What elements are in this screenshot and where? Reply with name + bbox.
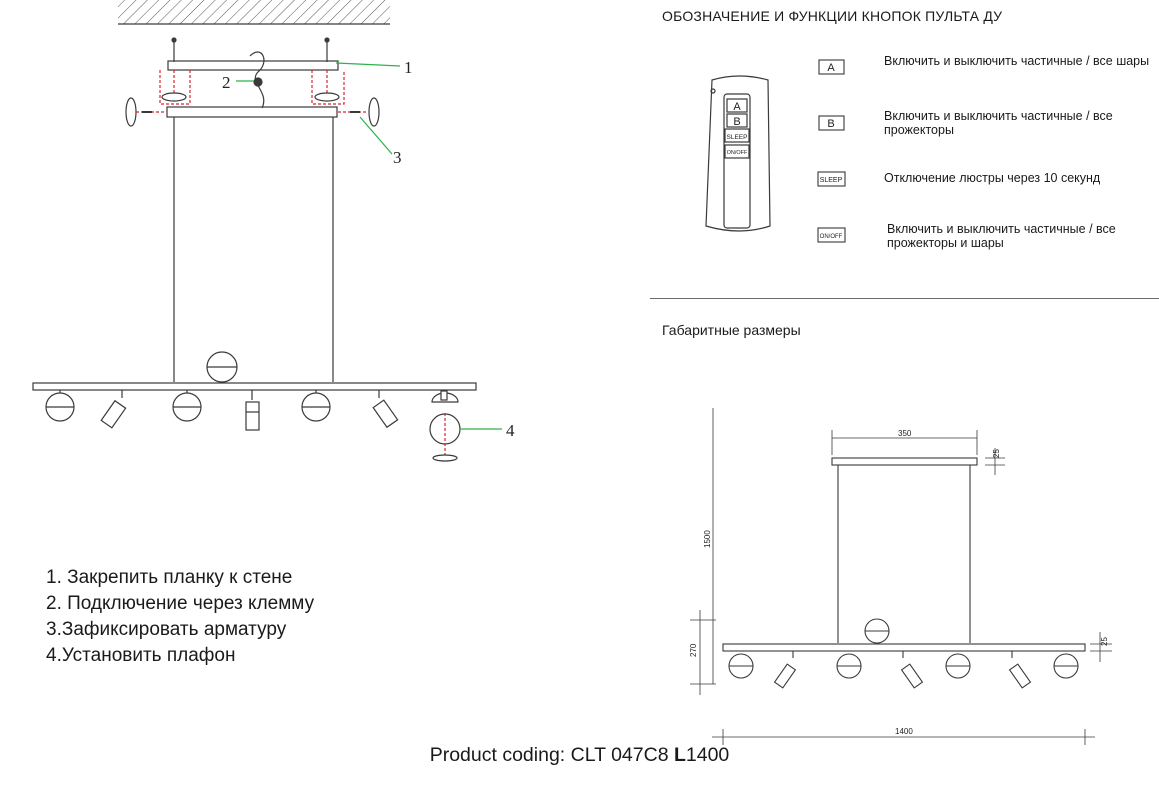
- dim-line-25-top: [985, 448, 1005, 475]
- callout-4: 4: [506, 421, 515, 440]
- remote-label-b: B: [733, 116, 740, 128]
- dim-line-1400: [712, 729, 1095, 745]
- remote-button-sleep: [724, 128, 750, 143]
- globe-2: [172, 390, 202, 422]
- leader-3: [359, 116, 393, 155]
- remote-button-a: [726, 98, 748, 113]
- product-coding: Product coding: CLT 047C8 L1400: [0, 744, 1159, 767]
- product-coding-prefix: Product coding: CLT 047C8: [429, 744, 674, 766]
- remote-label-onoff: ON/OFF: [727, 150, 748, 156]
- product-coding-suffix: 1400: [685, 744, 730, 766]
- dim-label-1500: 1500: [703, 530, 712, 548]
- spotlight-2: [245, 390, 260, 431]
- canopy-cup-left: [161, 92, 187, 102]
- callout-3: 3: [393, 148, 402, 167]
- remote-section-title: ОБОЗНАЧЕНИЕ И ФУНКЦИИ КНОПОК ПУЛЬТА ДУ: [662, 8, 1003, 24]
- step-4: 4.Установить плафон: [46, 645, 236, 666]
- installation-steps: 1. Закрепить планку к стене 2. Подключен…: [46, 565, 314, 669]
- side-screw-right: [338, 97, 380, 127]
- spotlight-1: [100, 390, 127, 429]
- section-divider: [650, 298, 1159, 299]
- globe-1: [45, 390, 75, 422]
- dimensions-drawing: [690, 408, 1112, 745]
- key-label-a: A: [827, 62, 835, 74]
- key-label-onoff: ON/OFF: [820, 234, 843, 240]
- dim-top-globe: [864, 618, 890, 644]
- power-wire: [249, 51, 265, 109]
- key-box-b: [818, 115, 845, 131]
- terminal-block: [253, 77, 263, 87]
- exploded-globe: [429, 390, 461, 462]
- top-globe: [206, 351, 238, 383]
- remote-led: [710, 88, 716, 94]
- globe-3: [301, 390, 331, 422]
- mounting-plate: [167, 60, 339, 71]
- key-label-b: B: [827, 118, 834, 130]
- leader-lines: [236, 62, 502, 430]
- button-a-description: Включить и выключить частичные / все шар…: [884, 54, 1150, 68]
- step-1: 1. Закрепить планку к стене: [46, 567, 293, 588]
- dim-globe-1: [728, 653, 754, 679]
- step-2: 2. Подключение через клемму: [46, 593, 315, 614]
- canopy-cup-right: [314, 92, 340, 102]
- ceiling-hatch: [118, 0, 390, 24]
- remote-label-a: A: [733, 101, 741, 113]
- dim-globe-2: [836, 653, 862, 679]
- anchor-screw-left: [171, 37, 177, 62]
- remote-control: [705, 75, 771, 232]
- dim-canopy: [831, 457, 978, 466]
- dim-label-350: 350: [898, 429, 912, 438]
- callout-1: 1: [404, 58, 413, 77]
- main-bar: [32, 382, 477, 391]
- remote-button-onoff: [724, 144, 750, 159]
- dim-spotlight-1: [773, 651, 797, 689]
- step-3: 3.Зафиксировать арматуру: [46, 619, 287, 640]
- dim-label-25-bar: 25: [1100, 637, 1109, 646]
- callout-2: 2: [222, 73, 231, 92]
- installation-drawing: [32, 0, 502, 462]
- spotlight-3: [372, 390, 399, 429]
- dim-label-270: 270: [689, 643, 698, 657]
- key-label-sleep: SLEEP: [820, 177, 843, 184]
- button-onoff-description: Включить и выключить частичные / все про…: [887, 222, 1116, 250]
- canopy: [166, 106, 338, 118]
- dim-line-350: [831, 430, 978, 455]
- product-coding-bold: L: [673, 744, 686, 766]
- dim-globe-3: [945, 653, 971, 679]
- dimensions-title: Габаритные размеры: [662, 322, 801, 338]
- key-box-onoff: [817, 227, 846, 243]
- key-box-sleep: [817, 171, 846, 187]
- dim-line-270: [690, 610, 716, 695]
- remote-label-sleep: SLEEP: [727, 134, 748, 141]
- dim-spotlight-2: [900, 651, 924, 689]
- dim-bar: [722, 643, 1086, 652]
- side-screw-left: [125, 97, 166, 127]
- dim-line-25-bar: [1090, 632, 1112, 662]
- key-box-a: [818, 59, 845, 75]
- dim-label-1400: 1400: [895, 727, 913, 736]
- remote-button-b: [726, 113, 748, 128]
- button-b-description: Включить и выключить частичные / все про…: [884, 109, 1113, 137]
- dim-spotlight-3: [1008, 651, 1032, 689]
- dim-label-25-top: 25: [992, 449, 1001, 458]
- button-sleep-description: Отключение люстры через 10 секунд: [884, 171, 1101, 185]
- anchor-screw-right: [324, 37, 330, 62]
- leader-1: [335, 62, 401, 67]
- dim-globe-4: [1053, 653, 1079, 679]
- callout-labels: 1 2 3 4: [222, 58, 515, 440]
